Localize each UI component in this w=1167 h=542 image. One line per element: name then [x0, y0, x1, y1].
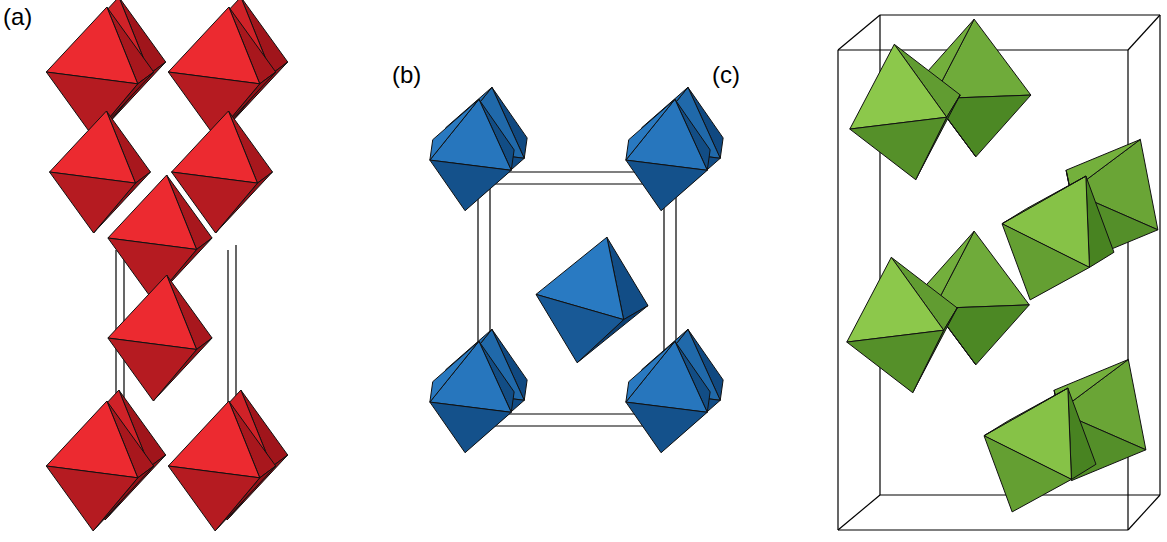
panel-label: (a)	[3, 4, 32, 30]
octahedron-face	[626, 341, 675, 402]
octahedron-face	[430, 341, 511, 412]
unit-cell-edge	[838, 15, 880, 50]
octahedron	[984, 388, 1096, 512]
octahedron	[168, 401, 275, 531]
unit-cell-edge	[1127, 50, 1128, 530]
octahedron	[430, 341, 514, 452]
octahedron-face	[108, 338, 197, 401]
octahedron-face	[430, 341, 479, 402]
octahedron-face	[850, 44, 947, 129]
octahedron	[430, 99, 514, 210]
octahedron-face	[430, 99, 511, 170]
octahedron	[847, 257, 957, 392]
octahedron-face	[1002, 176, 1086, 224]
octahedron	[626, 341, 710, 452]
octahedron-face	[168, 7, 259, 84]
octahedron-face	[46, 7, 137, 84]
octahedron	[1002, 176, 1114, 300]
octahedron-face	[626, 402, 707, 453]
octahedron-face	[1086, 176, 1114, 267]
octahedron-face	[108, 275, 197, 349]
octahedron-face	[626, 99, 675, 160]
unit-cell-edge	[1128, 15, 1160, 50]
unit-cell-edge	[838, 529, 1128, 530]
unit-cell-edge	[1128, 495, 1160, 530]
unit-cell-edge	[837, 50, 838, 530]
octahedron-face	[626, 341, 707, 412]
panel-a-structure	[46, 0, 287, 531]
octahedron-face	[984, 436, 1071, 512]
unit-cell-edge	[1159, 15, 1160, 495]
octahedron	[850, 44, 960, 179]
octahedron-face	[46, 466, 137, 531]
octahedron	[46, 401, 153, 531]
octahedron-face	[984, 388, 1068, 436]
octahedron-face	[847, 330, 944, 392]
octahedron-face	[172, 111, 258, 183]
octahedron-face	[626, 99, 707, 170]
octahedron-face	[108, 175, 197, 249]
panel-label: (b)	[392, 62, 421, 88]
unit-cell-edge	[880, 14, 1160, 15]
octahedron-face	[850, 117, 947, 179]
octahedron-face	[430, 402, 511, 453]
panel-c-structure	[838, 15, 1160, 530]
octahedron-face	[430, 99, 479, 160]
panel-b-structure	[430, 87, 723, 452]
octahedron-face	[46, 401, 137, 478]
octahedron	[536, 237, 648, 363]
unit-cell-edge	[838, 495, 880, 530]
octahedron-face	[430, 160, 511, 211]
octahedron	[626, 99, 710, 210]
octahedron-face	[50, 111, 136, 183]
octahedron-face	[168, 466, 259, 531]
octahedron-face	[1068, 388, 1096, 479]
octahedron-face	[168, 401, 259, 478]
octahedron	[108, 275, 212, 401]
octahedron-face	[626, 160, 707, 211]
octahedron-face	[536, 294, 624, 362]
panel-label: (c)	[712, 62, 740, 88]
octahedron-face	[847, 257, 944, 342]
